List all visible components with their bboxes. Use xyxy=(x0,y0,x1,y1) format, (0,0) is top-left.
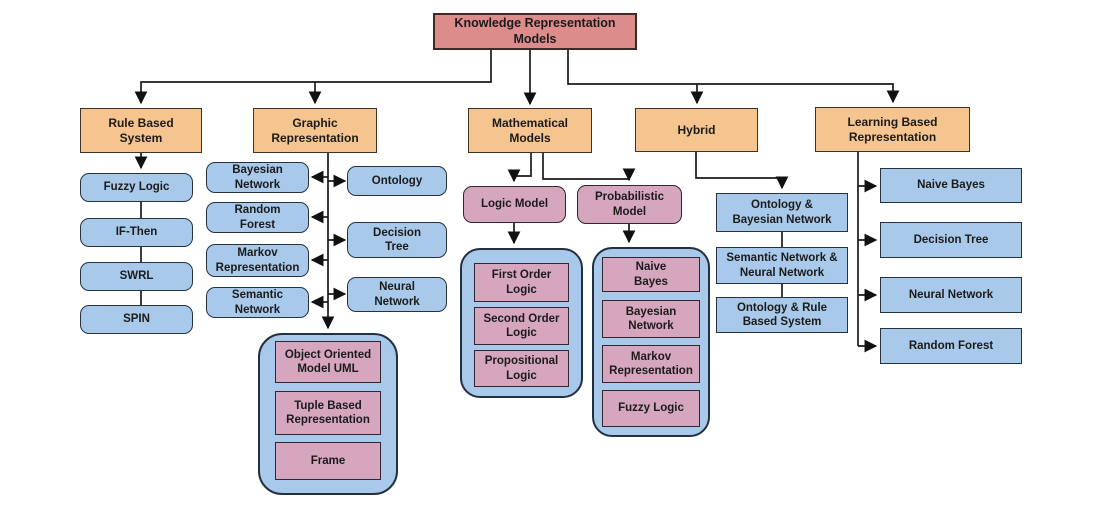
node-semantic-network-graphic: Semantic Network xyxy=(206,287,309,318)
node-fuzzy-logic: Fuzzy Logic xyxy=(80,173,193,202)
node-decision-tree-graphic: Decision Tree xyxy=(347,222,447,258)
connector-root-to-right-bar xyxy=(567,47,900,104)
node-ontology: Ontology xyxy=(347,166,447,196)
node-second-order-logic: Second Order Logic xyxy=(474,307,569,345)
node-logic-model: Logic Model xyxy=(463,186,566,223)
node-if-then: IF-Then xyxy=(80,218,193,247)
connector-hybrid-elbow xyxy=(695,152,789,190)
node-naive-bayes-probabilistic: Naive Bayes xyxy=(602,257,700,292)
node-neural-network-graphic: Neural Network xyxy=(347,277,447,312)
node-naive-bayes-learning: Naive Bayes xyxy=(880,168,1022,203)
node-random-forest-learning: Random Forest xyxy=(880,328,1022,364)
node-tuple-based-representation: Tuple Based Representation xyxy=(275,391,381,435)
node-ontology-bayesian-network: Ontology & Bayesian Network xyxy=(716,193,848,232)
node-fuzzy-logic-probabilistic: Fuzzy Logic xyxy=(602,390,700,427)
node-markov-representation-graphic: Markov Representation xyxy=(206,244,309,277)
node-rule-based-system: Rule Based System xyxy=(80,108,202,153)
node-first-order-logic: First Order Logic xyxy=(474,263,569,302)
node-swrl: SWRL xyxy=(80,262,193,291)
node-probabilistic-model: Probabilistic Model xyxy=(577,185,682,224)
connector-root-to-left-bar xyxy=(134,47,492,105)
node-knowledge-representation-models: Knowledge Representation Models xyxy=(433,13,637,50)
node-ontology-rule-based-system: Ontology & Rule Based System xyxy=(716,297,848,333)
node-neural-network-learning: Neural Network xyxy=(880,277,1022,313)
node-object-oriented-model-uml: Object Oriented Model UML xyxy=(275,341,381,383)
node-learning-based-representation: Learning Based Representation xyxy=(815,107,970,152)
node-decision-tree-learning: Decision Tree xyxy=(880,222,1022,258)
node-mathematical-models: Mathematical Models xyxy=(468,108,592,153)
node-hybrid: Hybrid xyxy=(635,108,758,152)
node-semantic-neural-network: Semantic Network & Neural Network xyxy=(716,247,848,284)
node-graphic-representation: Graphic Representation xyxy=(253,108,377,153)
node-random-forest-graphic: Random Forest xyxy=(206,202,309,233)
node-bayesian-network-probabilistic: Bayesian Network xyxy=(602,300,700,338)
connector-math-to-logic xyxy=(507,153,532,183)
node-markov-representation-probabilistic: Markov Representation xyxy=(602,345,700,383)
connector-math-to-probabilistic xyxy=(542,153,636,182)
node-frame: Frame xyxy=(275,442,381,480)
node-propositional-logic: Propositional Logic xyxy=(474,350,569,387)
node-spin: SPIN xyxy=(80,305,193,334)
node-bayesian-network-graphic: Bayesian Network xyxy=(206,162,309,193)
